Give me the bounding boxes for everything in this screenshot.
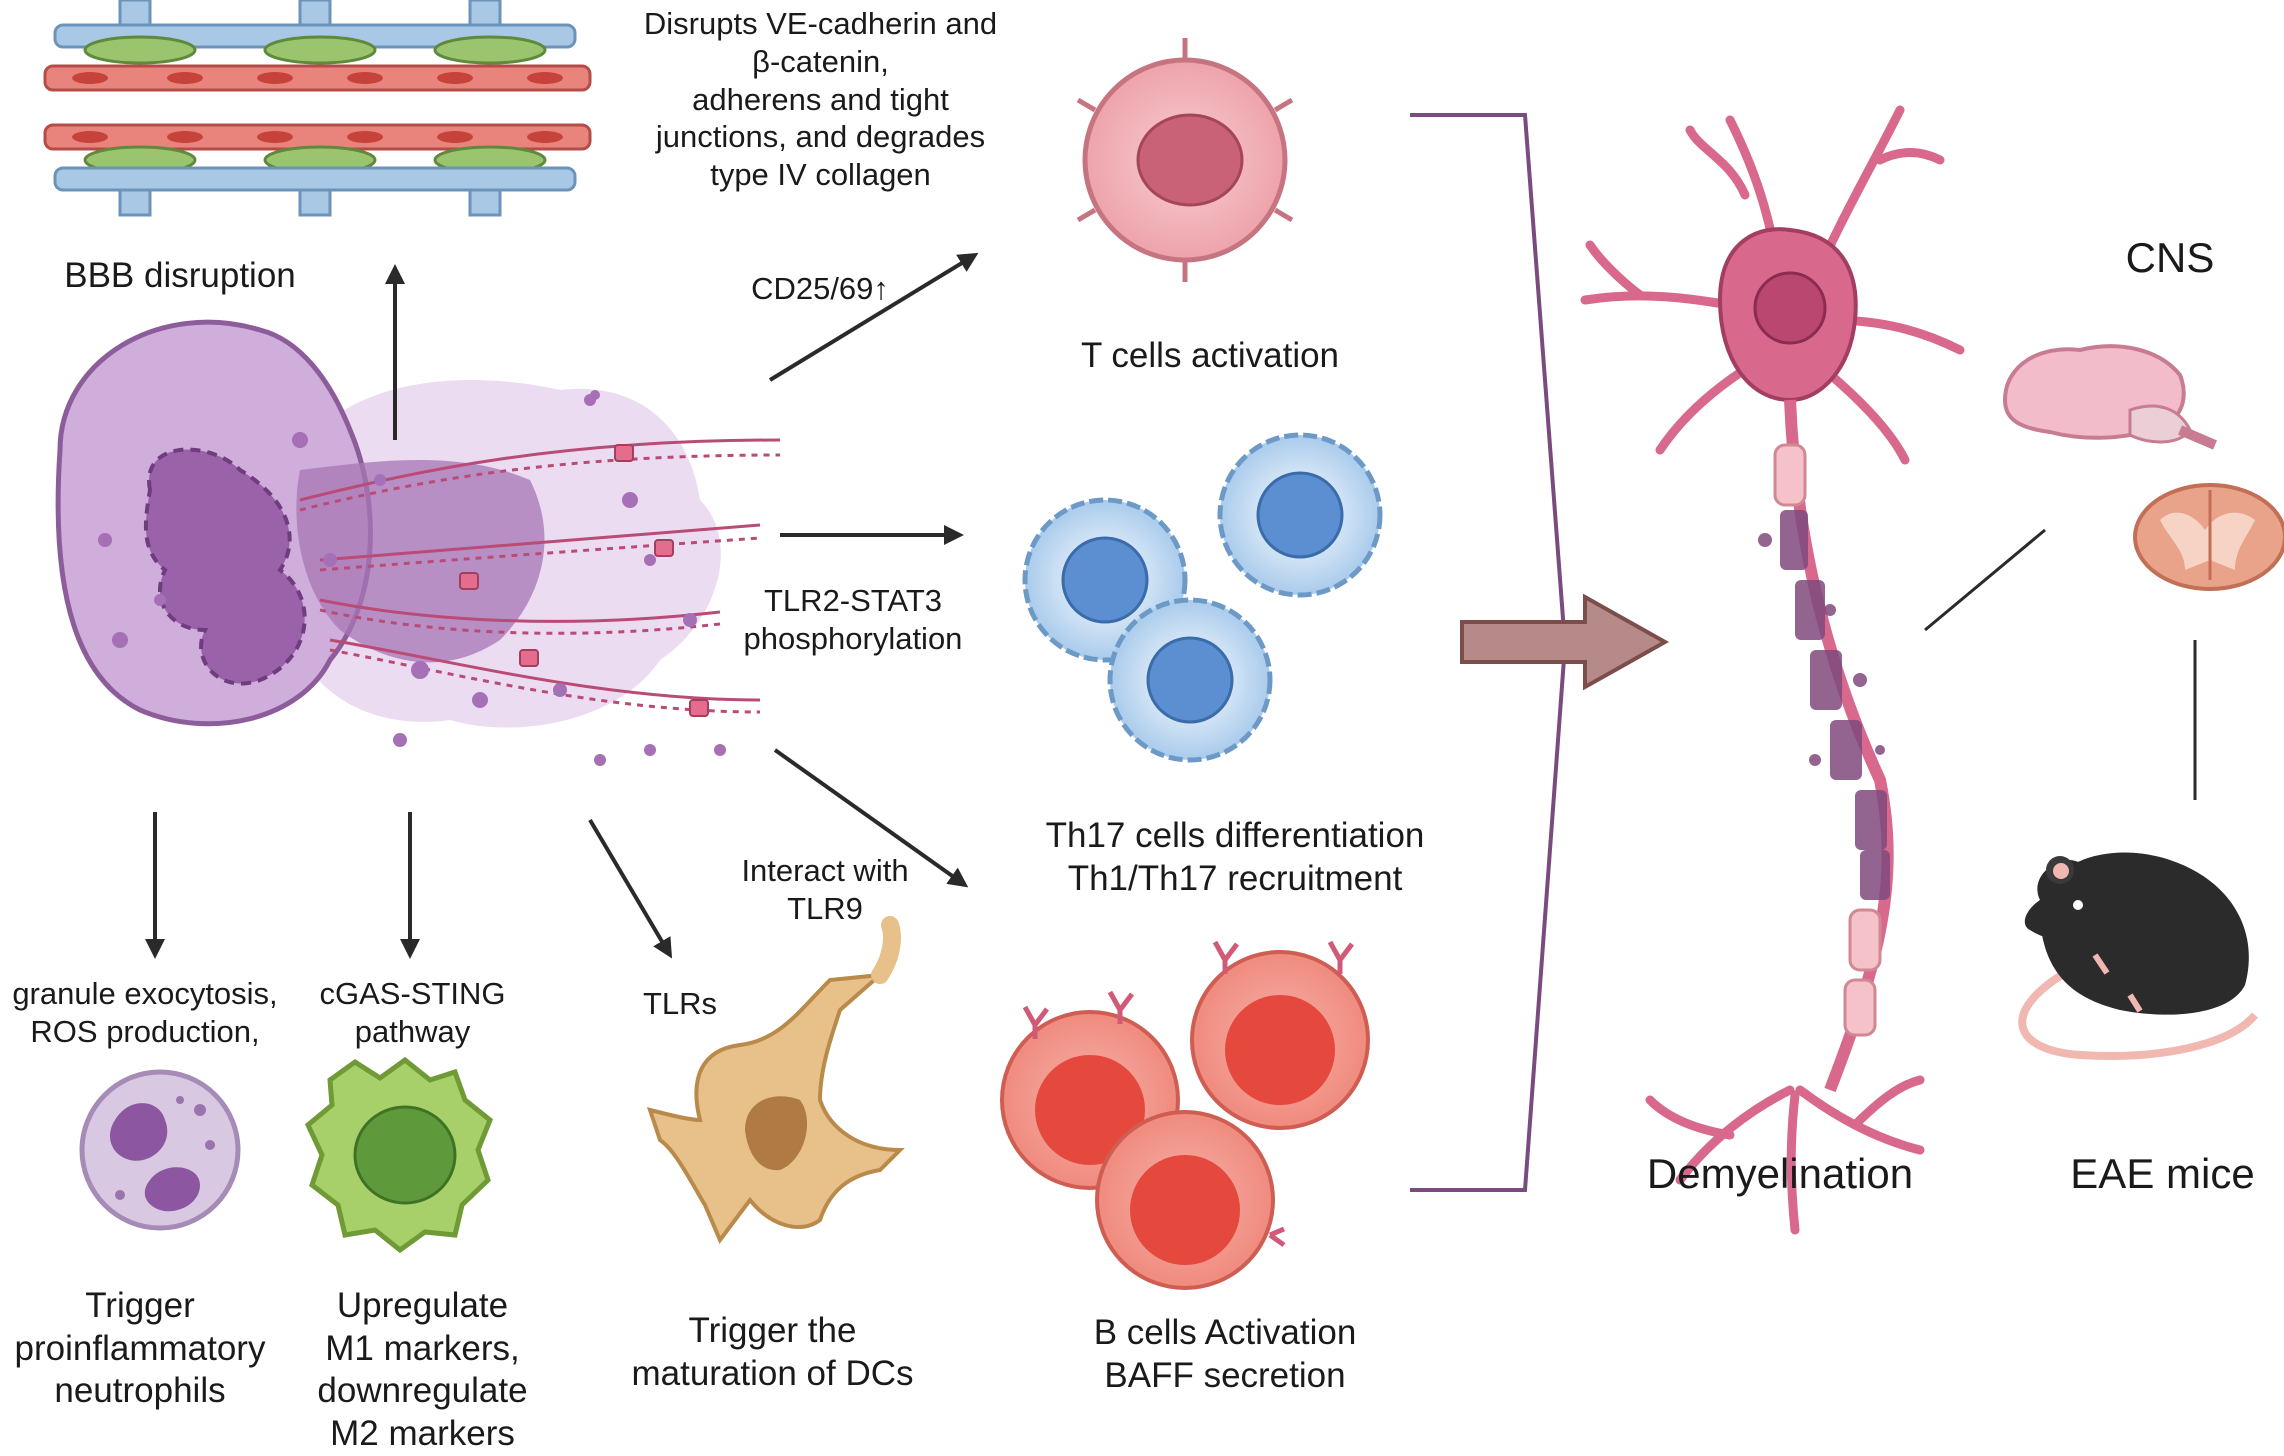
cns-connectors [1924,528,2197,800]
arrow-to-dc [588,818,673,959]
trigger-neutrophils-line-2: proinflammatory [14,1328,266,1368]
bbb-mechanism-line-3: adherens and tight [692,81,949,117]
b-cells-line-1: B cells Activation [1093,1313,1357,1352]
dc-maturation-line-2: maturation of DCs [631,1353,914,1393]
macrophage-markers-line-2: M1 markers, [325,1328,520,1368]
histone-beads [459,444,709,717]
arrow-to-b-cells [773,748,969,888]
b-cells-line-2: BAFF secretion [1104,1355,1346,1395]
b-cells-label: B cells Activation BAFF secretion [1040,1312,1410,1397]
dc-maturation-line-1: Trigger the [688,1311,857,1350]
macrophage-markers-line-4: M2 markers [330,1414,515,1454]
antibodies [1022,940,1354,1248]
bbb-mechanism-line-1: Disrupts VE-cadherin and [643,6,998,41]
interact-tlr9-label: Interact with TLR9 [715,852,935,928]
bbb-mechanism-label: Disrupts VE-cadherin and β-catenin, adhe… [628,5,1013,194]
net-releasing-neutrophil [55,319,781,766]
granule-label: granule exocytosis, ROS production, [0,975,290,1051]
dc-maturation-label: Trigger the maturation of DCs [600,1310,945,1395]
eae-mice-label: EAE mice [2070,1150,2255,1197]
th17-line-1: Th17 cells differentiation [1045,816,1425,855]
brain-illustration [2002,344,2217,450]
big-arrow [1460,593,1670,691]
t-cell-illustration [1076,38,1294,282]
pathway-arrows [145,252,979,959]
arrow-to-t-cells [768,252,979,382]
th17-line-2: Th1/Th17 recruitment [1067,858,1403,898]
vessel-bottom-row [43,123,592,217]
eae-mouse-illustration [2018,852,2259,1060]
tlr2-stat3-line-2: phosphorylation [743,620,963,656]
b-cells-illustration [1000,940,1370,1290]
macrophage-markers-label: Upregulate M1 markers, downregulate M2 m… [300,1285,545,1456]
t-cells-activation-label: T cells activation [1080,336,1340,375]
dna-strands [299,438,781,714]
th17-label: Th17 cells differentiation Th1/Th17 recr… [1000,815,1470,900]
trigger-neutrophils-line-1: Trigger [85,1286,195,1325]
trigger-neutrophils-label: Trigger proinflammatory neutrophils [0,1285,280,1413]
th17-cells-illustration [1022,432,1383,763]
vessel-top-row [43,0,592,92]
cgas-line-1: cGAS-STING [319,976,506,1011]
macrophage-markers-line-1: Upregulate [336,1286,509,1325]
tlr2-stat3-line-1: TLR2-STAT3 [764,583,942,618]
interact-tlr9-line-1: Interact with [741,853,909,888]
tlr2-stat3-label: TLR2-STAT3 phosphorylation [728,582,978,658]
bbb-disruption-label: BBB disruption [64,256,296,295]
cns-label: CNS [2125,234,2215,281]
demyelinating-neuron [1580,105,1965,1235]
tlrs-label: TLRs [642,986,718,1021]
myelin-debris [1758,510,1890,900]
bbb-mechanism-line-5: type IV collagen [710,157,931,193]
lobed-nucleus [143,447,307,686]
bbb-mechanism-line-2: β-catenin, [752,43,889,79]
dendritic-cell-illustration [646,916,905,1244]
bbb-mechanism-line-4: junctions, and degrades [655,119,986,155]
macrophage-markers-line-3: downregulate [317,1371,528,1411]
cd25-69-label: CD25/69↑ [751,271,889,306]
cgas-line-2: pathway [354,1013,471,1049]
cgas-sting-label: cGAS-STING pathway [300,975,525,1051]
trigger-neutrophils-line-3: neutrophils [54,1371,226,1411]
macrophage-illustration [304,1056,494,1254]
demyelination-label: Demyelination [1646,1150,1914,1197]
granule-line-2: ROS production, [30,1013,260,1049]
granule-line-1: granule exocytosis, [12,976,278,1011]
myelin-segments [1773,443,1882,1037]
interact-tlr9-line-2: TLR9 [787,890,863,926]
bbb-vessel-illustration [43,0,592,217]
granules [98,390,726,766]
neutrophil-illustration [79,1069,241,1231]
spinal-cord-illustration [2133,483,2284,591]
